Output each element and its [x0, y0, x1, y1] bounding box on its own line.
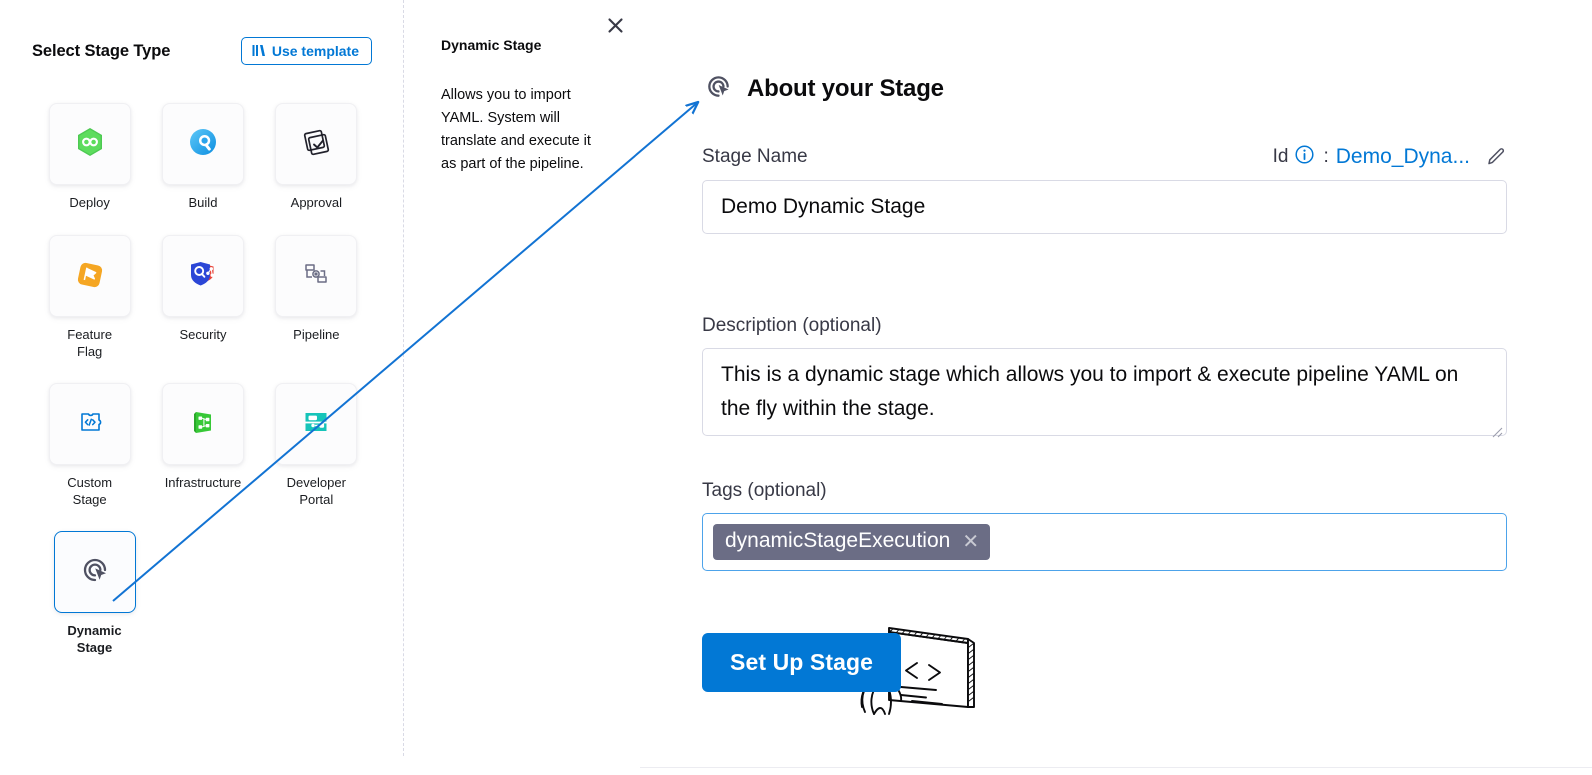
about-title: About your Stage	[747, 75, 944, 102]
build-magnifier-icon	[186, 125, 220, 164]
info-icon[interactable]	[1295, 145, 1315, 169]
stage-card-build[interactable]	[161, 103, 244, 185]
stage-card-infrastructure[interactable]	[161, 383, 244, 465]
stage-grid-row: Deploy	[33, 103, 373, 211]
stage-id-label: Id	[1272, 146, 1289, 167]
stage-card-approval[interactable]	[275, 103, 358, 185]
stage-id-separator: :	[1323, 146, 1329, 167]
dynamic-stage-cursor-icon	[77, 552, 113, 593]
stage-label-security: Security	[179, 327, 227, 342]
stage-cell-custom-stage: Custom Stage	[33, 383, 146, 508]
stage-name-label: Stage Name	[702, 146, 808, 167]
description-textarea[interactable]	[702, 348, 1507, 436]
stage-card-custom-stage[interactable]	[48, 383, 131, 465]
template-icon	[252, 44, 267, 57]
use-template-button[interactable]: Use template	[240, 37, 372, 65]
stage-label-dynamic-stage: Dynamic Stage	[67, 623, 122, 655]
resize-grip-icon[interactable]	[1491, 426, 1503, 438]
custom-stage-code-icon	[73, 405, 107, 444]
about-your-stage-panel: About your Stage Stage Name Id : Demo	[640, 0, 1592, 775]
stage-card-feature-flag[interactable]	[48, 235, 131, 317]
pencil-icon[interactable]	[1485, 146, 1507, 168]
about-header: About your Stage	[702, 70, 944, 108]
tag-chip[interactable]: dynamicStageExecution ✕	[713, 524, 991, 560]
tags-field-group: Tags (optional) dynamicStageExecution ✕	[702, 480, 1507, 571]
stage-type-grid: Deploy	[33, 103, 373, 656]
stage-label-build: Build	[188, 195, 218, 210]
stage-label-infrastructure: Infrastructure	[164, 475, 242, 490]
tags-label: Tags (optional)	[702, 480, 827, 501]
stage-type-panel: Select Stage Type Use template	[0, 0, 403, 775]
use-template-label: Use template	[271, 42, 359, 59]
stage-card-pipeline[interactable]	[275, 235, 358, 317]
set-up-stage-button[interactable]: Set Up Stage	[702, 633, 902, 692]
stage-card-developer-portal[interactable]	[275, 383, 358, 465]
stage-info-description: Allows you to import YAML. System will t…	[441, 87, 591, 172]
stage-label-pipeline: Pipeline	[293, 327, 340, 342]
bottom-divider	[640, 767, 1592, 768]
description-label: Description (optional)	[702, 315, 882, 336]
stage-card-dynamic-stage[interactable]	[53, 531, 136, 613]
stage-label-feature-flag: Feature Flag	[67, 327, 113, 359]
stage-label-approval: Approval	[290, 195, 342, 210]
stage-info-panel: Dynamic Stage Allows you to import YAML.…	[404, 0, 975, 775]
stage-id-value: Demo_Dyna...	[1335, 145, 1470, 168]
stage-grid-row: Custom Stage	[33, 383, 373, 508]
stage-grid-row: Dynamic Stage	[33, 531, 373, 656]
feature-flag-icon	[73, 257, 107, 296]
stage-cell-pipeline: Pipeline	[260, 235, 373, 360]
stage-card-deploy[interactable]	[48, 103, 131, 185]
close-small-icon[interactable]: ✕	[962, 530, 980, 553]
stage-name-label-row: Stage Name Id : Demo_Dyna...	[702, 145, 1507, 169]
tag-chip-label: dynamicStageExecution	[725, 529, 951, 552]
stage-cell-feature-flag: Feature Flag	[33, 235, 146, 360]
stage-cell-deploy: Deploy	[33, 103, 146, 211]
stage-id-group: Id : Demo_Dyna...	[1273, 145, 1507, 169]
infrastructure-icon	[186, 405, 220, 444]
stage-cell-developer-portal: Developer Portal	[260, 383, 373, 508]
left-panel-header: Select Stage Type Use template	[32, 36, 372, 66]
stage-cell-approval: Approval	[260, 103, 373, 211]
stage-name-field-group: Stage Name Id : Demo_Dyna...	[702, 145, 1507, 234]
stage-cell-dynamic-stage: Dynamic Stage	[33, 531, 156, 656]
stage-grid-row: Feature Flag	[33, 235, 373, 360]
approval-check-icon	[299, 125, 333, 164]
description-field-group: Description (optional)	[702, 315, 1507, 441]
tags-input[interactable]: dynamicStageExecution ✕	[702, 513, 1507, 571]
developer-portal-icon	[299, 405, 333, 444]
stage-card-security[interactable]	[161, 235, 244, 317]
security-shields-icon	[186, 257, 220, 296]
deploy-hexagon-icon	[73, 125, 107, 164]
stage-label-deploy: Deploy	[69, 195, 110, 210]
stage-cell-security: Security	[146, 235, 259, 360]
stage-info-title: Dynamic Stage	[441, 37, 542, 53]
close-button[interactable]	[602, 12, 628, 38]
stage-label-developer-portal: Developer Portal	[286, 475, 346, 507]
pipeline-nodes-icon	[299, 257, 333, 296]
page-title: Select Stage Type	[32, 41, 171, 60]
stage-cell-infrastructure: Infrastructure	[146, 383, 259, 508]
dynamic-stage-cursor-icon	[702, 70, 735, 108]
stage-cell-build: Build	[146, 103, 259, 211]
close-icon	[607, 17, 623, 33]
stage-label-custom-stage: Custom Stage	[67, 475, 113, 507]
stage-name-input[interactable]	[702, 180, 1507, 234]
